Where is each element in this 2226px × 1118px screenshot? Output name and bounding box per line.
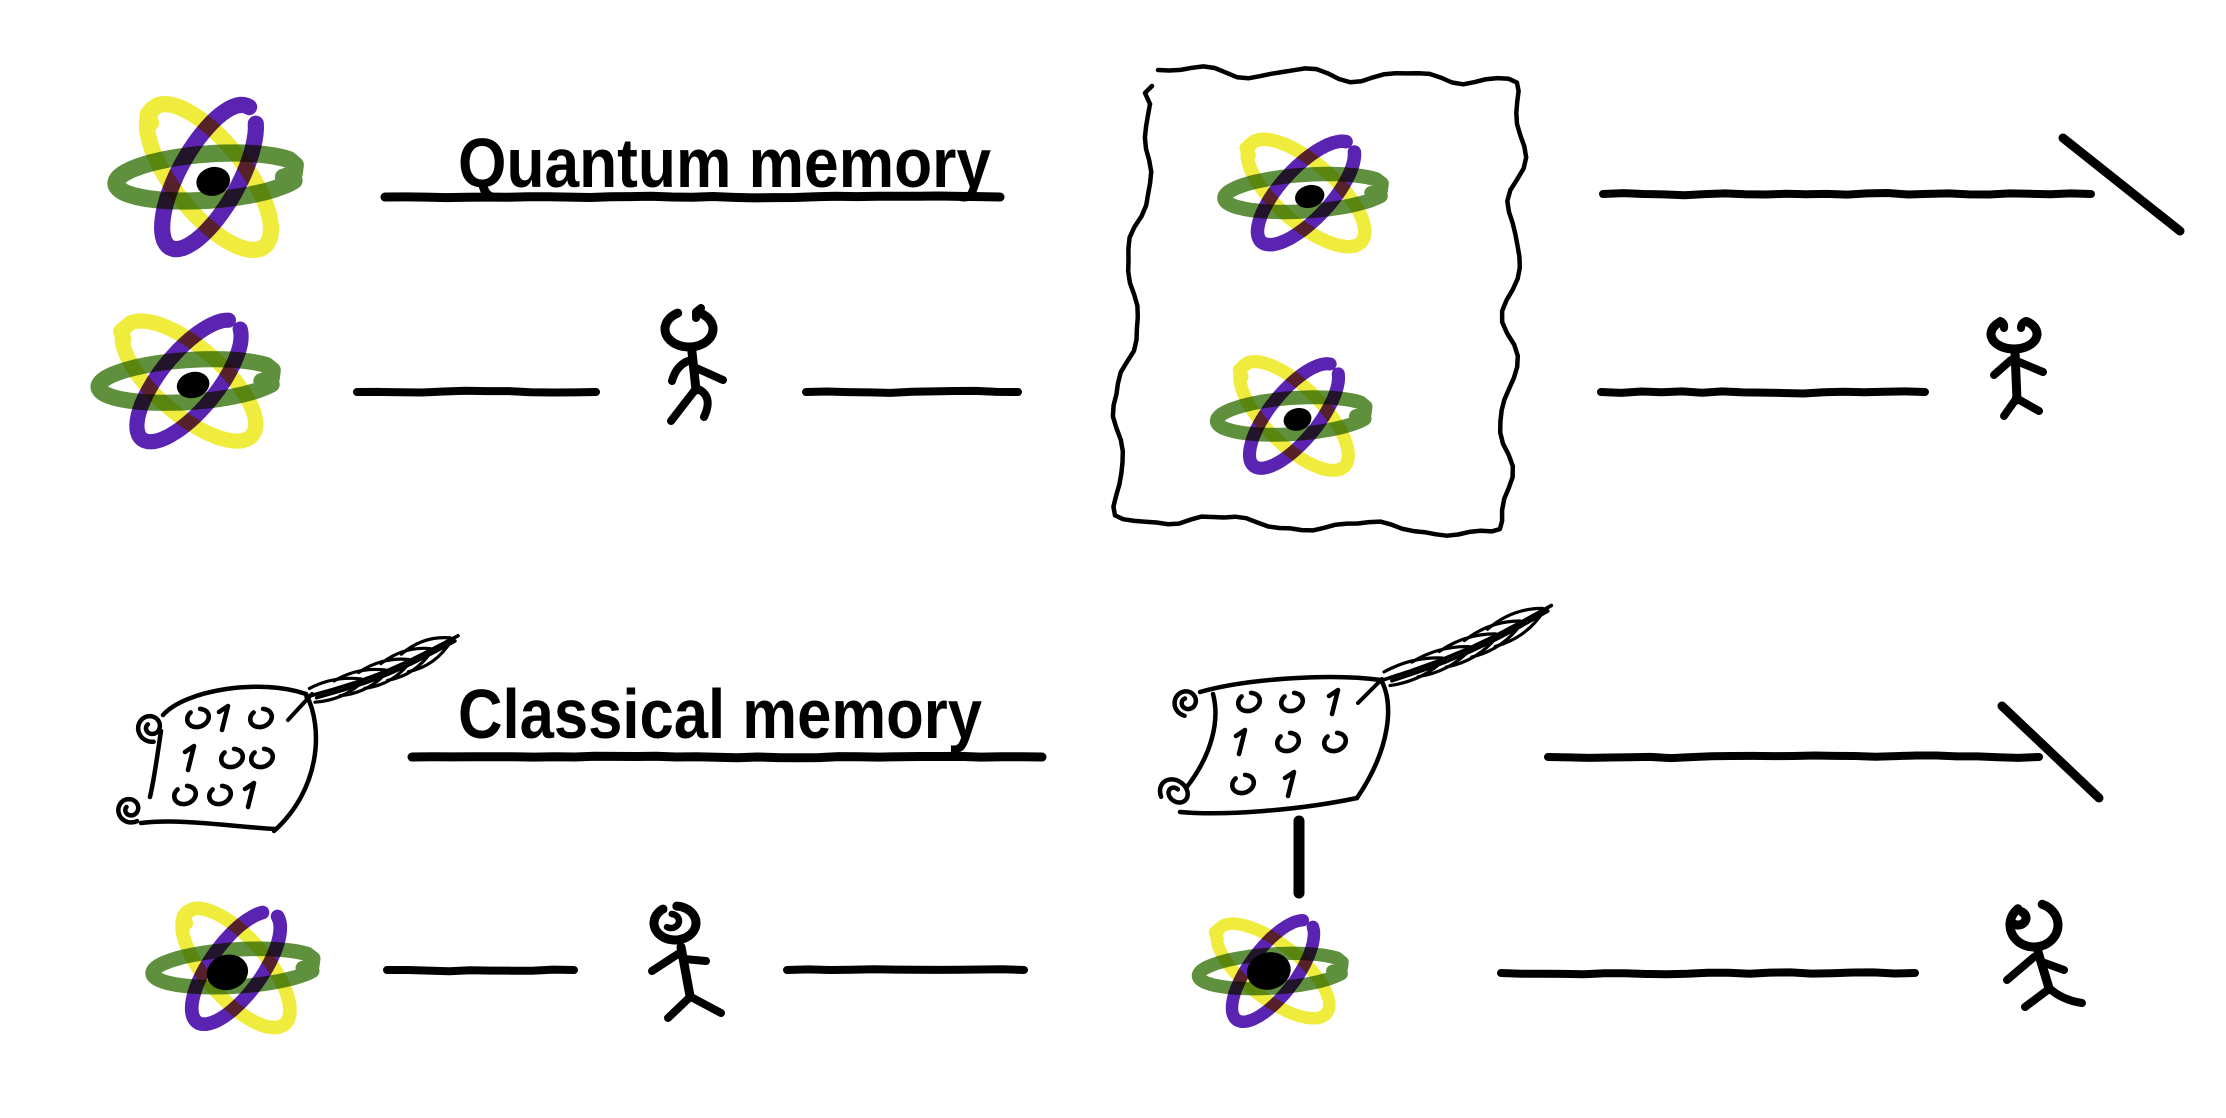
svg-text:Quantum memory: Quantum memory: [458, 124, 991, 202]
svg-text:Classical memory: Classical memory: [458, 675, 982, 753]
